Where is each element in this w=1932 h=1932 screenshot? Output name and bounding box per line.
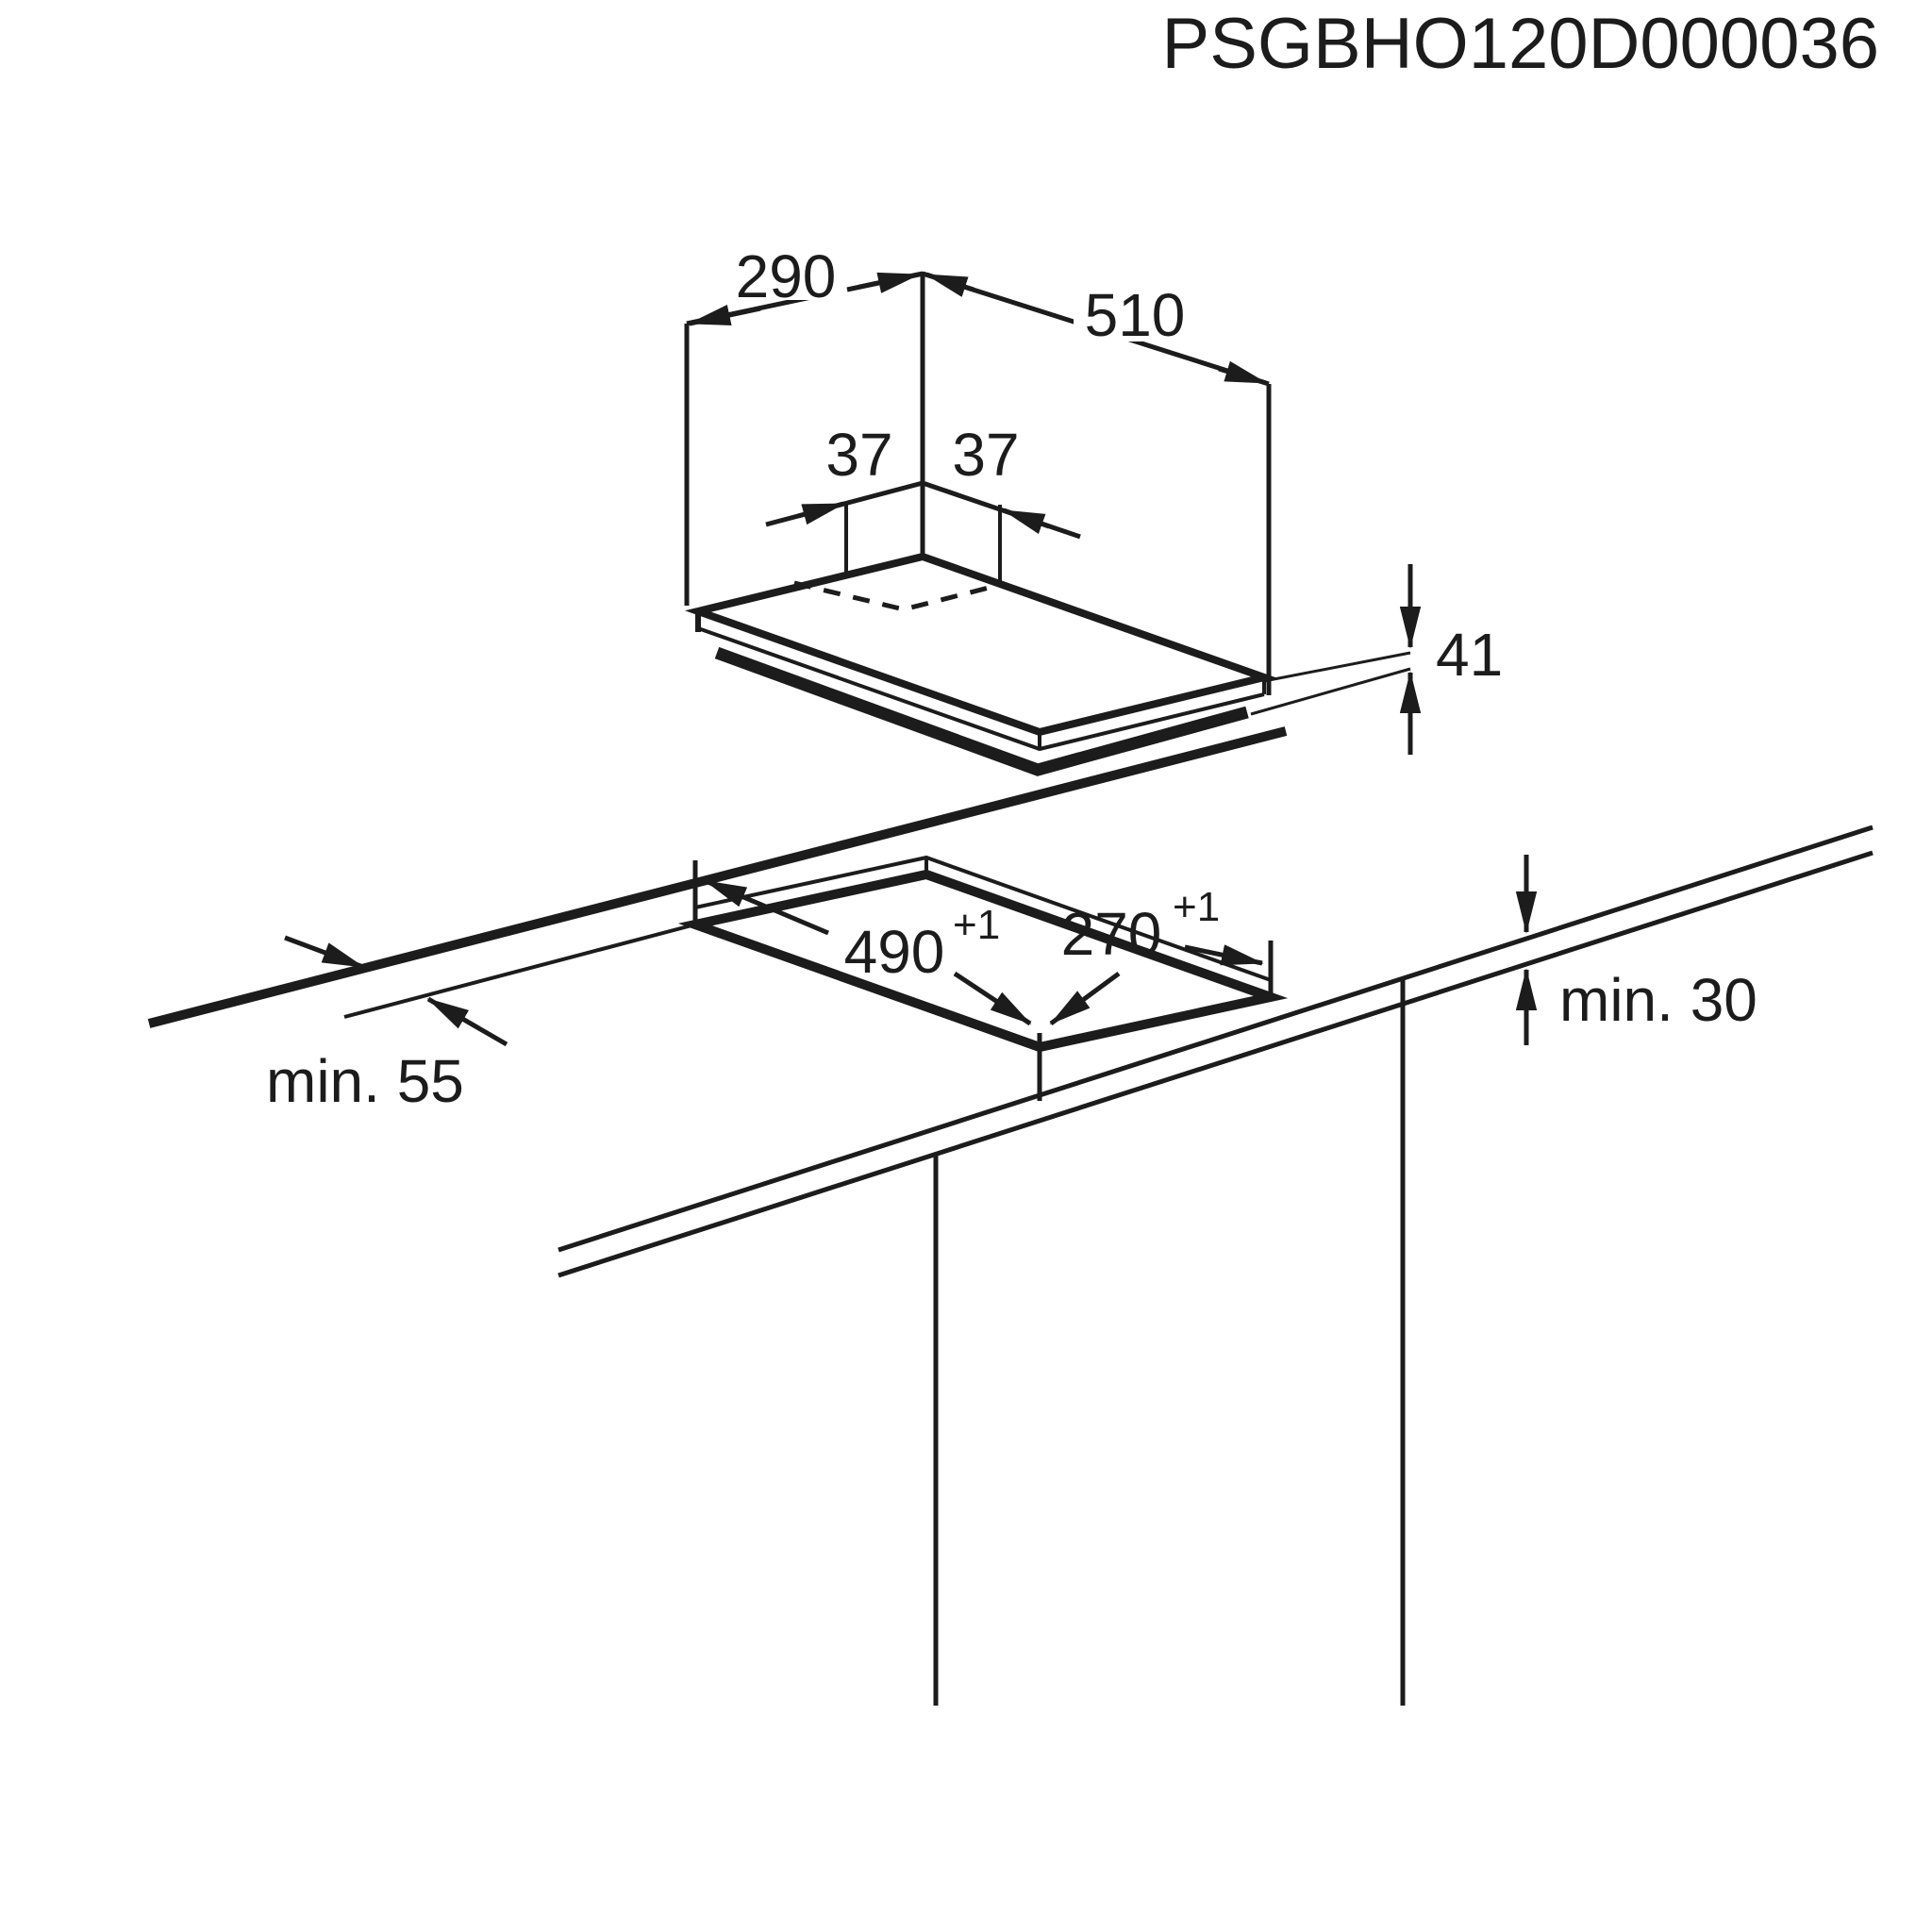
hob-glass-top [685,552,1277,737]
worktop-rear-edge [147,726,1288,1028]
dim-arrow-290-right [846,272,921,293]
worktop-front-edge-bottom [558,850,1874,1278]
hob-center-dashed-mark [793,580,1001,612]
dim-arrow-min55-upper [284,935,365,970]
drawing-code: PSGBHO120D000036 [1162,4,1879,84]
hob-glass-bottom [697,626,1265,752]
dim-arrow-490-left [704,878,829,936]
dim-label-37-left: 37 [825,421,892,489]
dim-arrow-37-right [1002,508,1050,535]
dim-label-min30: min. 30 [1559,966,1757,1034]
dim-arrow-510-left [924,272,974,297]
dim-label-270: 270 [1061,900,1162,968]
cutout-rear-edge-extension [343,923,696,1019]
dim-arrow-270-left [1049,971,1121,1026]
dim-label-490-tolerance: +1 [953,902,1000,948]
dim-arrow-510-right [1218,360,1268,386]
dim-label-min55: min. 55 [266,1047,464,1115]
dim-line-37-right [922,480,1081,540]
label-mask [715,240,858,300]
dim-arrow-270-right [1184,944,1264,966]
hob-view [684,240,1422,776]
dim-arrow-290-left [688,304,761,326]
dim-label-37-right: 37 [952,421,1019,489]
dim-arrow-37-left [797,501,845,525]
dim-arrow-min55-lower [426,996,508,1047]
dim-label-41: 41 [1436,621,1503,689]
dim-label-510: 510 [1085,281,1186,349]
dim-label-270-tolerance: +1 [1173,884,1220,930]
hob-body [714,646,1249,776]
worktop-view [147,726,1874,1706]
leader-41-bottom [1250,667,1411,716]
leader-41-top [1263,651,1411,683]
dim-label-490: 490 [844,918,945,986]
dim-label-290: 290 [736,242,837,310]
label-mask [1074,279,1200,341]
worktop-front-edge-top [558,824,1874,1253]
dim-arrow-490-right [953,971,1032,1026]
